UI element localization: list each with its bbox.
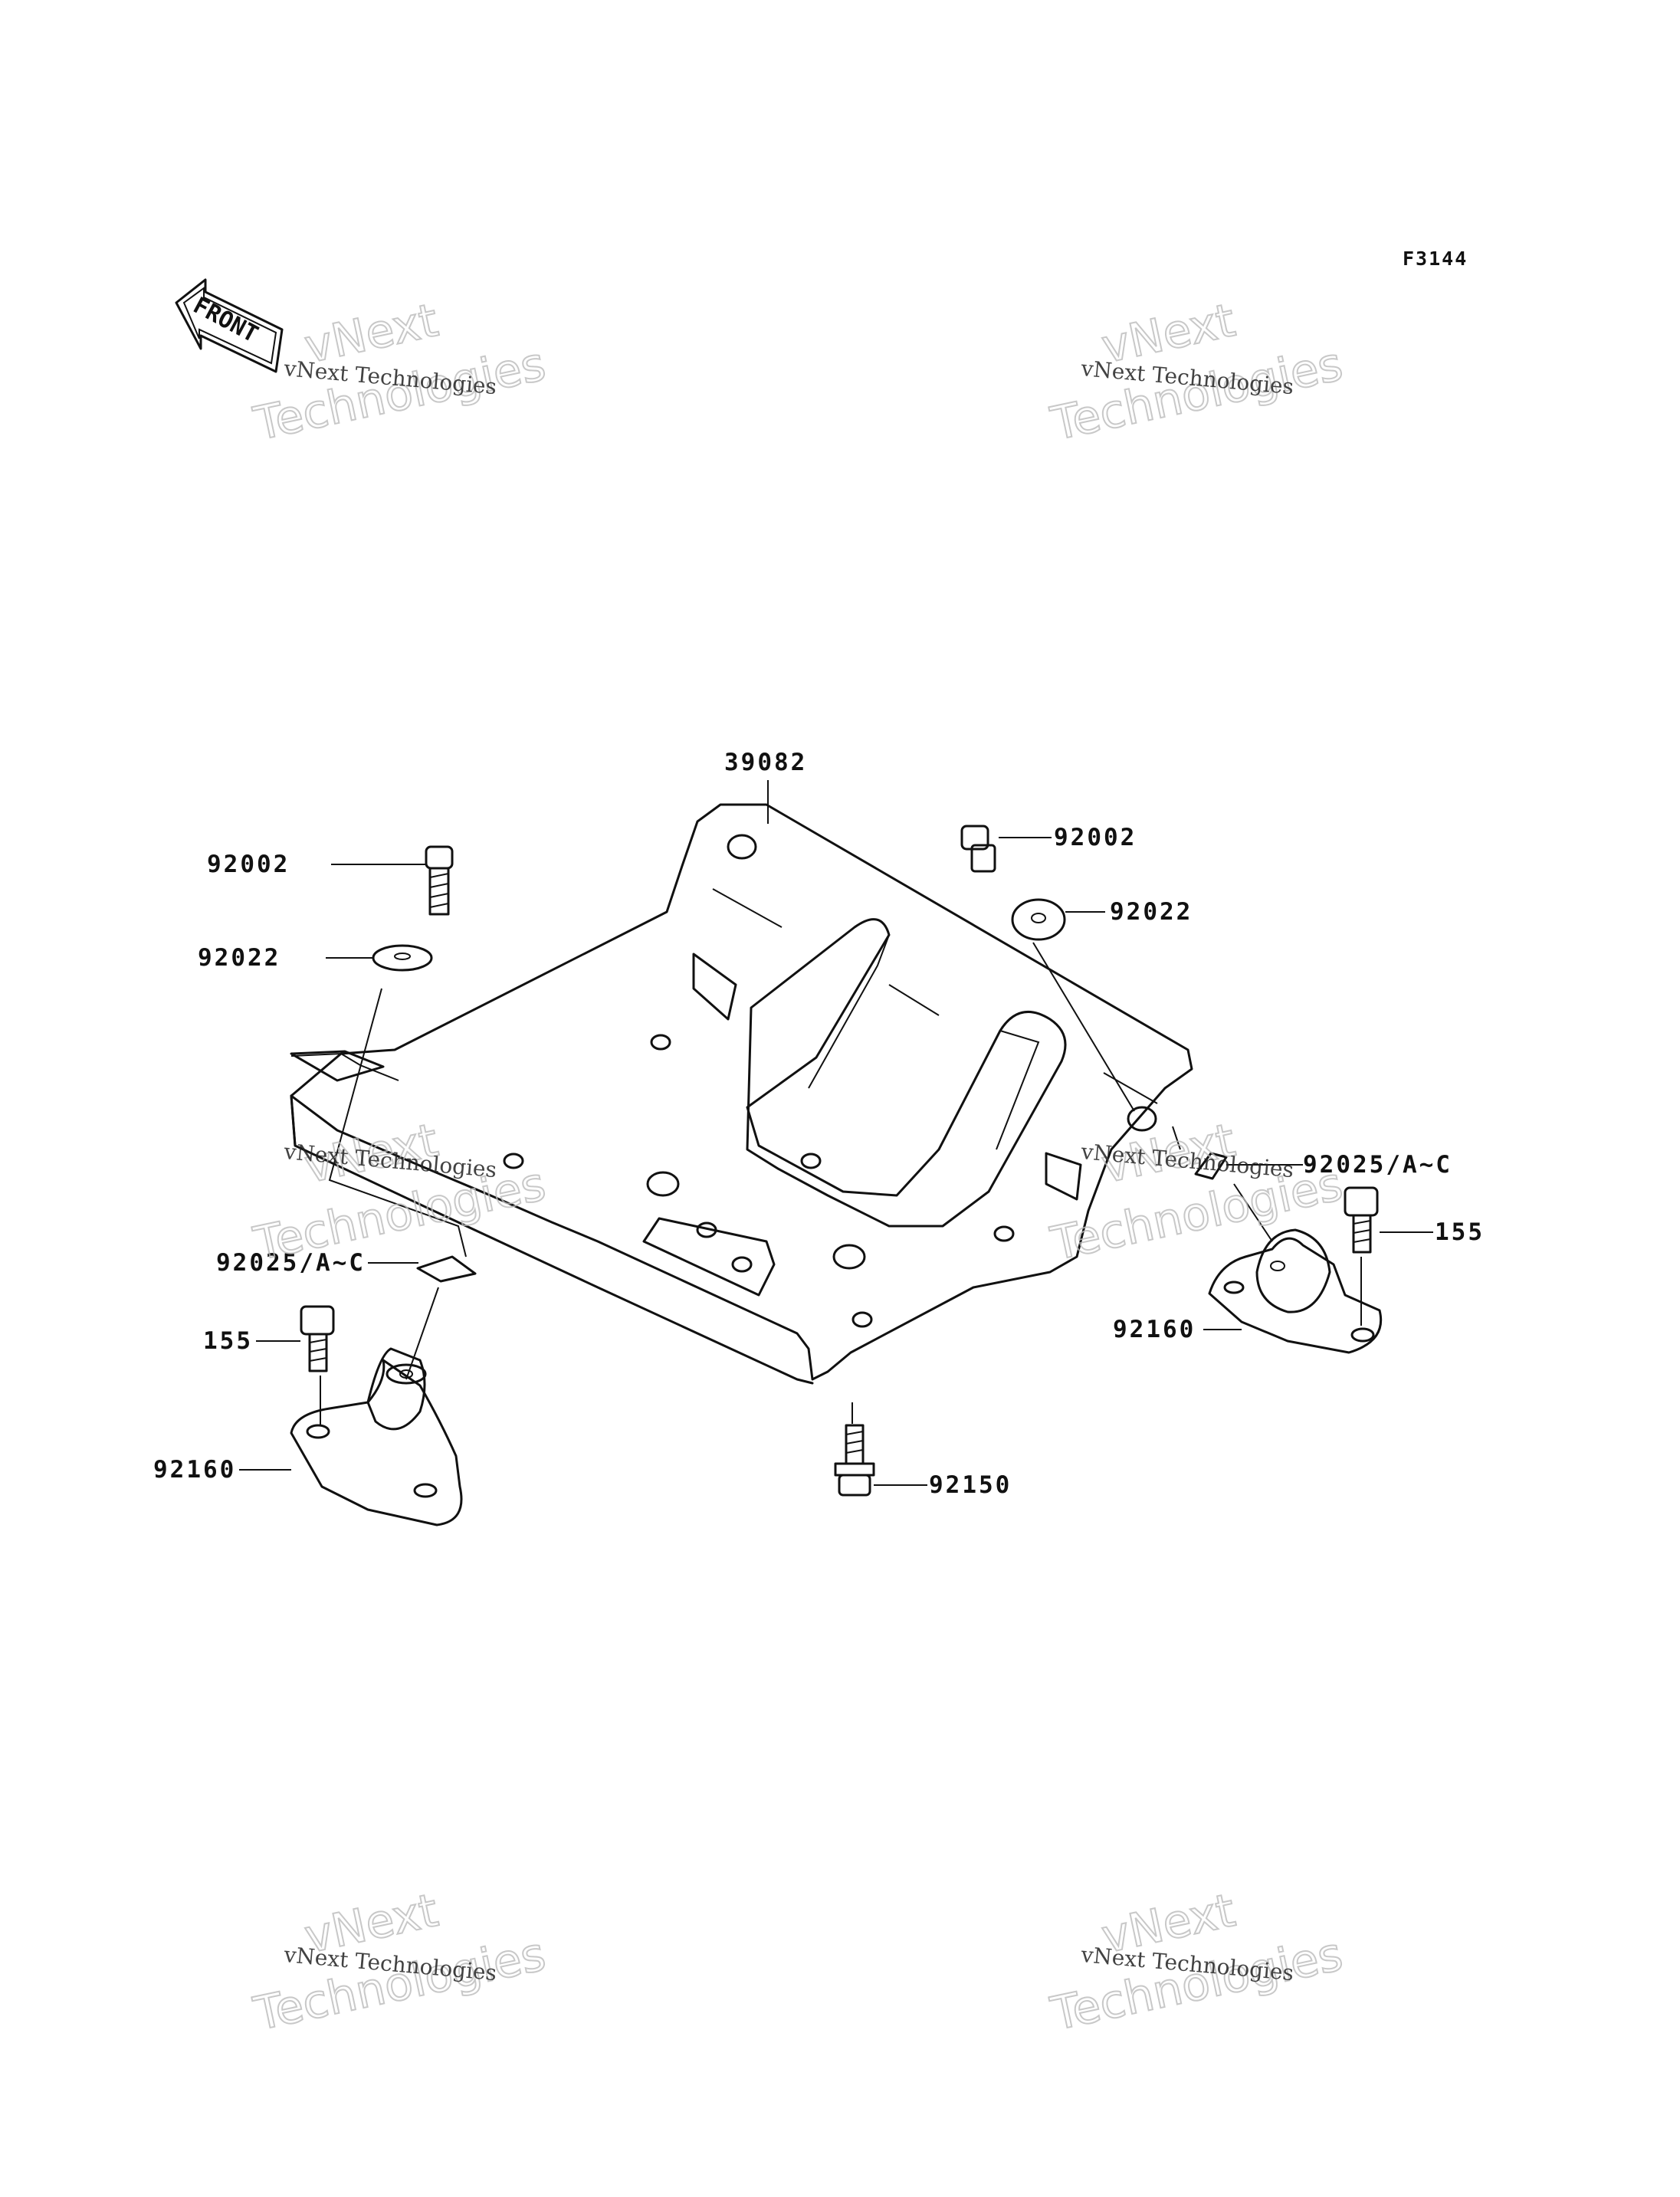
shim-92025-left	[416, 1255, 477, 1283]
label-92022-right: 92022	[1110, 898, 1193, 926]
label-92025-right: 92025/A~C	[1303, 1151, 1452, 1179]
bolt-92002-right	[960, 825, 996, 873]
label-92025-left: 92025/A~C	[216, 1249, 366, 1277]
label-155-left: 155	[203, 1327, 253, 1355]
washer-92022-left	[372, 944, 433, 972]
label-92150: 92150	[929, 1471, 1012, 1499]
bolt-155-right	[1344, 1186, 1379, 1254]
label-92160-right: 92160	[1113, 1316, 1196, 1343]
watermark-1: vNext Technologies	[248, 293, 551, 452]
leader-lines	[239, 780, 1433, 1486]
label-39082: 39082	[724, 749, 807, 776]
shim-92025-right	[1194, 1152, 1228, 1180]
bolt-155-left	[300, 1305, 335, 1372]
mount-92160-left	[290, 1347, 463, 1526]
mount-92160-right	[1208, 1228, 1383, 1354]
watermark-2: vNext Technologies	[1045, 293, 1348, 452]
label-92002-left: 92002	[207, 851, 290, 878]
label-155-right: 155	[1435, 1218, 1485, 1246]
label-92022-left: 92022	[198, 944, 281, 972]
diagram-code: F3144	[1403, 248, 1468, 270]
bolt-92150-bottom	[834, 1424, 875, 1497]
front-arrow-icon: FRONT	[175, 278, 284, 373]
bolt-92002-left	[425, 845, 454, 916]
label-92160-left: 92160	[153, 1456, 236, 1484]
watermark-4: vNext Technologies	[1045, 1113, 1348, 1272]
washer-92022-right	[1011, 898, 1066, 941]
label-92002-right: 92002	[1054, 824, 1137, 851]
frame-39082	[290, 803, 1193, 1385]
watermark-3: vNext Technologies	[248, 1113, 551, 1272]
